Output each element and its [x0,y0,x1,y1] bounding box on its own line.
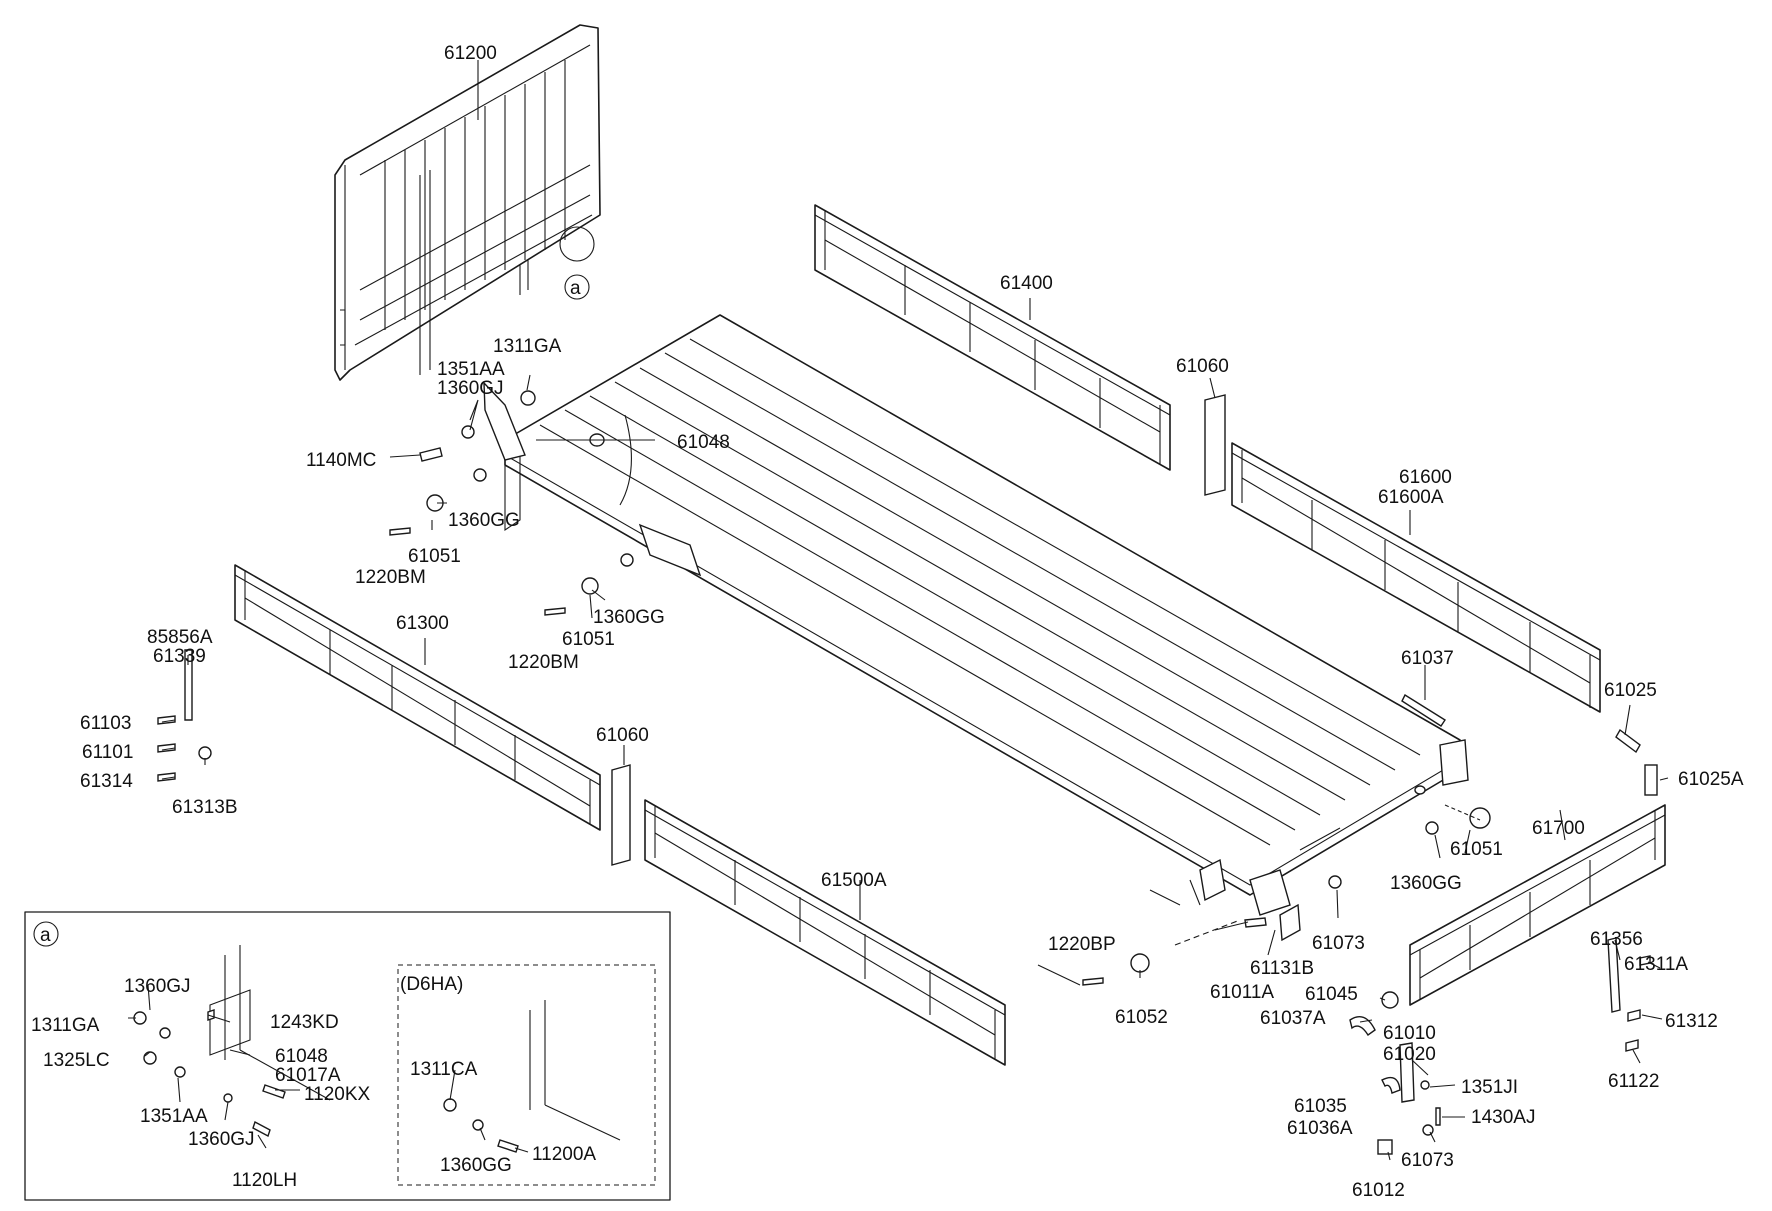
part-label: 1311GA [493,336,562,357]
part-label: 61101 [82,742,133,763]
part-label: 61200 [444,43,497,64]
part-label: 61037 [1401,648,1454,669]
part-label: 61045 [1305,984,1358,1005]
detail-labels: a a (D6HA) 1360GJ 1243KD 1311GA 1325LC 6… [31,278,596,1191]
side-panel-61300 [234,564,601,831]
part-label: 61060 [596,725,649,746]
part-label: 61012 [1352,1180,1405,1201]
detail-part-label: 61048 [275,1046,328,1067]
part-label: 1140MC [306,450,376,471]
part-label: 1360GG [593,607,665,628]
part-label: 1430AJ [1471,1107,1535,1128]
part-label: 61073 [1312,933,1365,954]
detail-part-label: 1360GJ [188,1129,255,1150]
part-label: 61500A [821,870,887,891]
part-label: 61051 [408,546,461,567]
part-label: 1360GG [1390,873,1462,894]
detail-part-label: 1120LH [232,1170,297,1191]
part-label: 61600A [1378,487,1444,508]
part-label: 61052 [1115,1007,1168,1028]
detail-part-label: 1351AA [140,1106,208,1127]
detail-part-label: 1325LC [43,1050,110,1071]
side-panel-61500A [644,799,1006,1066]
callout-a-label: a [570,278,581,299]
detail-box-a [24,911,671,1201]
part-label: 61700 [1532,818,1585,839]
part-label: 1220BM [508,652,579,673]
part-label: 61311A [1624,954,1688,975]
part-label: 61073 [1401,1150,1454,1171]
part-label: 61051 [1450,839,1503,860]
part-label: 1220BM [355,567,426,588]
side-panel-61400 [814,204,1171,471]
part-label: 61010 [1383,1023,1436,1044]
part-label: 61035 [1294,1096,1347,1117]
part-label: 1351AA [437,359,505,380]
detail-variant-title: (D6HA) [400,974,463,995]
part-label: 61020 [1383,1044,1436,1065]
part-label: 61300 [396,613,449,634]
part-label: 61400 [1000,273,1053,294]
detail-part-label: 1360GG [440,1155,512,1176]
part-label: 61122 [1608,1071,1659,1092]
platform-floor [504,314,1469,916]
stanchion-61060-rear [1204,394,1226,496]
part-label: 61037A [1260,1008,1326,1029]
part-label: 1220BP [1048,934,1116,955]
detail-part-label: 1311GA [31,1015,100,1036]
headboard-61200 [334,24,601,381]
part-label: 61060 [1176,356,1229,377]
part-label: 61011A [1210,982,1274,1003]
part-label: 61051 [562,629,615,650]
detail-part-label: 1243KD [270,1012,339,1033]
tailgate-61700 [1409,804,1666,1006]
part-label: 61356 [1590,929,1643,950]
part-label: 61313B [172,797,238,818]
part-label: 61312 [1665,1011,1718,1032]
side-panel-61600 [1231,442,1601,713]
part-label: 61314 [80,771,133,792]
detail-part-label: 61017A [275,1065,341,1086]
part-label: 61048 [677,432,730,453]
hardware-parts [157,381,1658,1155]
part-label: 61600 [1399,467,1452,488]
part-label: 61025A [1678,769,1744,790]
part-label: 61131B [1250,958,1314,979]
leader-lines [128,60,1669,1161]
detail-part-label: 11200A [532,1144,596,1165]
part-label: 85856A [147,627,213,648]
part-label: 1360GJ [437,378,504,399]
detail-part-label: 1120KX [304,1084,371,1105]
part-label: 1360GG [448,510,520,531]
part-label: 61339 [153,646,206,667]
detail-part-label: 1311CA [410,1059,478,1080]
part-label: 1351JI [1461,1077,1518,1098]
stanchion-61060-front [611,764,631,866]
detail-part-label: 1360GJ [124,976,191,997]
detail-box-title: a [40,925,51,946]
part-label: 61103 [80,713,131,734]
part-number-labels: 61200 1311GA 1351AA 1360GJ 1140MC 61048 … [80,43,1744,1201]
part-label: 61036A [1287,1118,1353,1139]
part-label: 61025 [1604,680,1657,701]
